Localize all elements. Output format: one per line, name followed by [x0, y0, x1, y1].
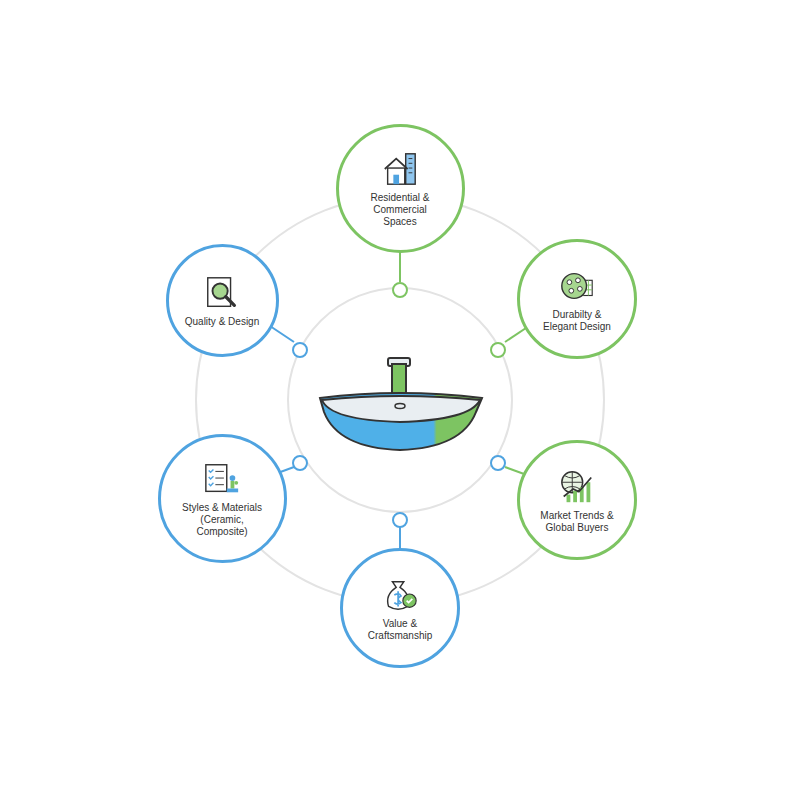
topic-label: Styles & Materials (Ceramic, Composite): [180, 502, 264, 538]
topic-label: Durabilty & Elegant Design: [535, 309, 619, 333]
sink-illustration: [320, 358, 482, 450]
topic-icon: [381, 150, 419, 188]
topic-circle: Residential & Commercial Spaces: [336, 124, 465, 253]
topic-label: Value & Craftsmanship: [358, 618, 442, 642]
topic-circle: Quality & Design: [166, 244, 279, 357]
topic-icon: [203, 274, 241, 312]
topic-icon: [558, 468, 596, 506]
topic-circle: Durabilty & Elegant Design: [517, 239, 637, 359]
ring-connectors: [264, 236, 535, 560]
topic-icon: [203, 460, 241, 498]
inner-ring: [288, 288, 512, 512]
topic-label: Market Trends & Global Buyers: [535, 510, 619, 534]
topic-label: Quality & Design: [180, 316, 264, 328]
topic-circle: Market Trends & Global Buyers: [517, 440, 637, 560]
topic-icon: [381, 576, 419, 614]
topic-circle: Value & Craftsmanship: [340, 548, 460, 668]
topic-label: Residential & Commercial Spaces: [358, 192, 442, 228]
topic-icon: [558, 267, 596, 305]
topic-circle: Styles & Materials (Ceramic, Composite): [158, 434, 287, 563]
